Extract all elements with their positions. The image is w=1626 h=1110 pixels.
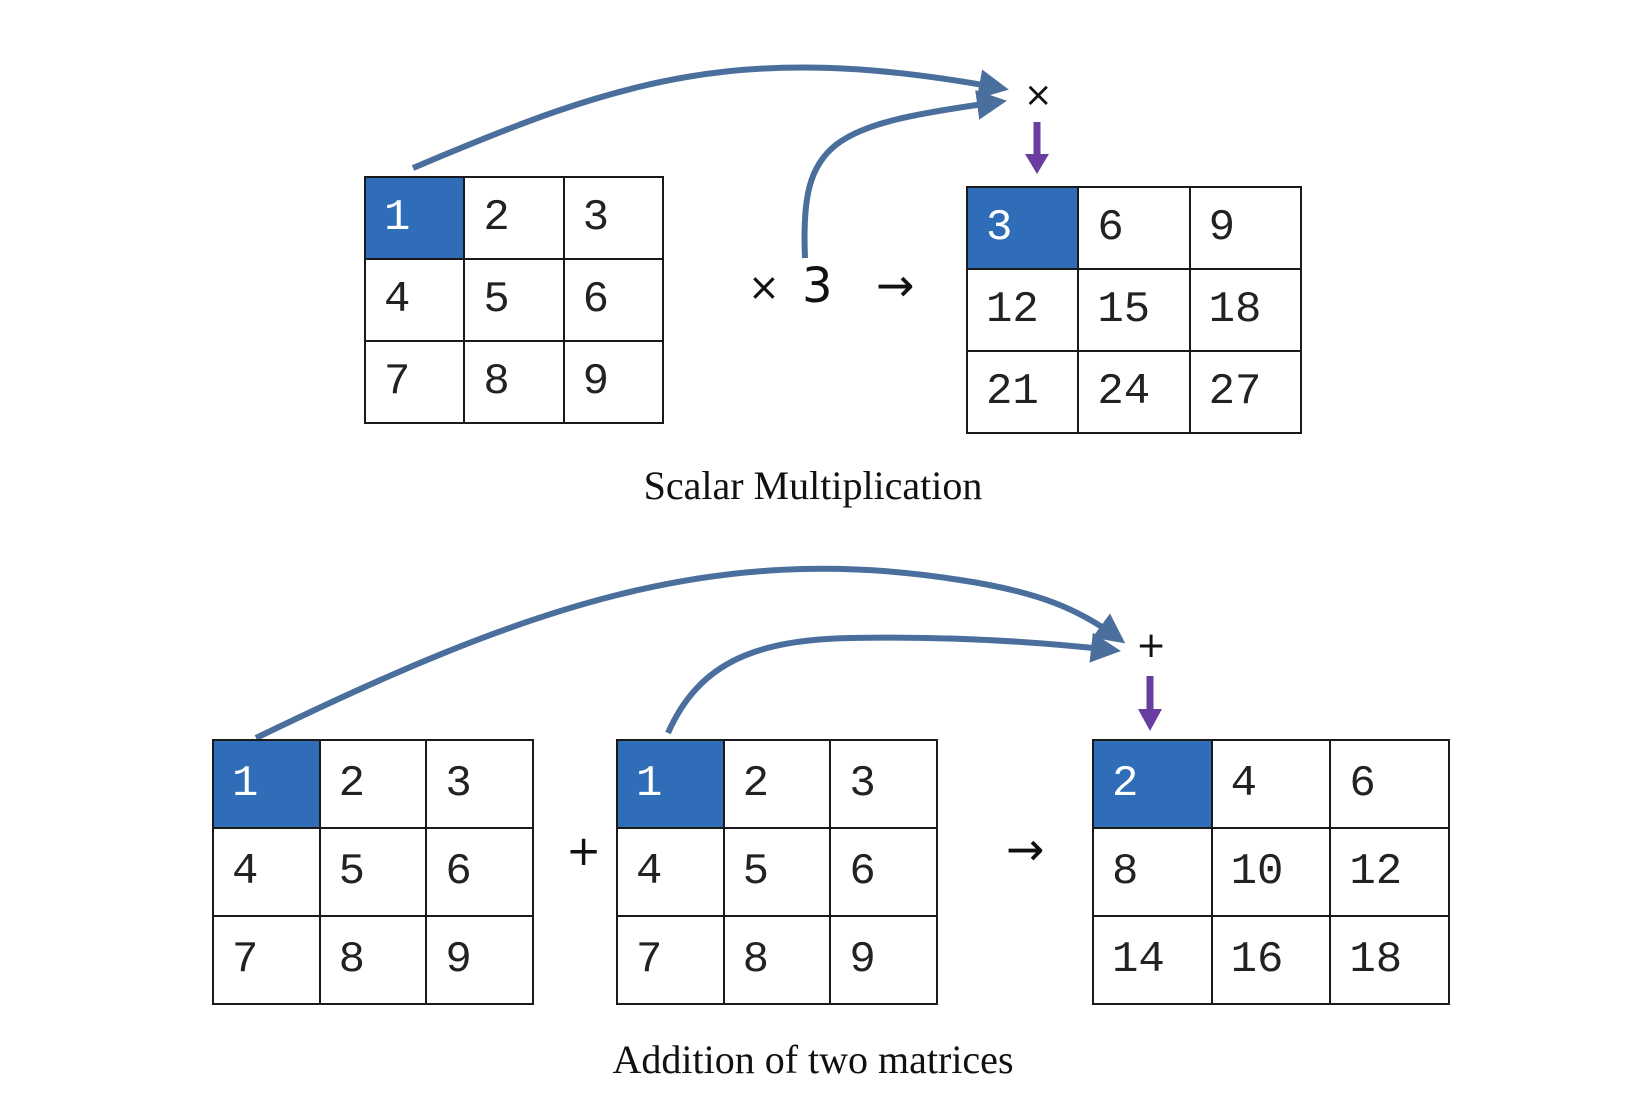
matrix-cell: 6 bbox=[425, 827, 534, 917]
result-arrow: → bbox=[876, 258, 915, 312]
matrix-cell: 2 bbox=[1092, 739, 1213, 829]
matrix-cell: 3 bbox=[425, 739, 534, 829]
matrix-cell: 3 bbox=[829, 739, 938, 829]
matrix-cell: 21 bbox=[965, 350, 1080, 434]
matrix-cell: 5 bbox=[463, 258, 565, 342]
curve-arrow-matrix-to-times bbox=[411, 64, 1009, 171]
matrix-cell: 6 bbox=[562, 258, 665, 342]
down-arrow-times-head bbox=[1025, 154, 1049, 174]
matrix-cell: 7 bbox=[363, 340, 466, 424]
curve-arrow-scalar-to-times bbox=[801, 89, 1007, 259]
matrix-cell: 8 bbox=[318, 915, 428, 1005]
matrix-cell: 4 bbox=[1210, 739, 1332, 829]
curve-arrow-matrix-a-to-plus bbox=[254, 565, 1126, 741]
matrix-cell: 12 bbox=[1329, 827, 1450, 917]
matrix-cell: 14 bbox=[1092, 915, 1213, 1005]
matrix-cell: 18 bbox=[1329, 915, 1450, 1005]
top-times-operator: × bbox=[1024, 75, 1053, 115]
matrix-cell: 8 bbox=[463, 340, 565, 424]
matrix-cell: 7 bbox=[616, 915, 725, 1005]
matrix-cell: 5 bbox=[722, 827, 832, 917]
matrix-cell: 2 bbox=[318, 739, 428, 829]
matrix-cell: 2 bbox=[722, 739, 832, 829]
matrix-cell: 1 bbox=[616, 739, 725, 829]
matrix-cell: 9 bbox=[562, 340, 665, 424]
matrix-cell: 9 bbox=[1188, 186, 1303, 270]
matrix-cell: 16 bbox=[1210, 915, 1332, 1005]
matrix-cell: 7 bbox=[212, 915, 321, 1005]
curve-arrow-matrix-b-to-plus bbox=[665, 632, 1121, 735]
matrix-cell: 9 bbox=[829, 915, 938, 1005]
matrix-cell: 12 bbox=[965, 268, 1080, 352]
top-plus-operator: + bbox=[1136, 625, 1167, 666]
matrix-cell: 1 bbox=[212, 739, 321, 829]
matrix-cell: 3 bbox=[965, 186, 1080, 270]
matrix-cell: 4 bbox=[616, 827, 725, 917]
addition-matrix-a: 1 2 3 4 5 6 7 8 9 bbox=[212, 739, 534, 1005]
matrix-cell: 2 bbox=[463, 176, 565, 260]
addition-result-matrix: 2 4 6 8 10 12 14 16 18 bbox=[1092, 739, 1450, 1005]
caption-addition-of-two-matrices: Addition of two matrices bbox=[612, 1037, 1014, 1082]
addition-matrix-b: 1 2 3 4 5 6 7 8 9 bbox=[616, 739, 938, 1005]
times-operator: × bbox=[748, 265, 780, 309]
result-arrow: → bbox=[1006, 822, 1045, 876]
matrix-cell: 10 bbox=[1210, 827, 1332, 917]
matrix-cell: 6 bbox=[1077, 186, 1191, 270]
matrix-cell: 4 bbox=[363, 258, 466, 342]
caption-scalar-multiplication: Scalar Multiplication bbox=[643, 463, 983, 508]
matrix-cell: 18 bbox=[1188, 268, 1303, 352]
matrix-cell: 27 bbox=[1188, 350, 1303, 434]
scalar-value: 3 bbox=[802, 258, 833, 314]
matrix-cell: 8 bbox=[722, 915, 832, 1005]
matrix-cell: 24 bbox=[1077, 350, 1191, 434]
matrix-cell: 6 bbox=[829, 827, 938, 917]
matrix-cell: 3 bbox=[562, 176, 665, 260]
matrix-cell: 8 bbox=[1092, 827, 1213, 917]
down-arrow-plus-head bbox=[1138, 709, 1162, 731]
matrix-cell: 5 bbox=[318, 827, 428, 917]
matrix-cell: 15 bbox=[1077, 268, 1191, 352]
plus-operator: + bbox=[566, 826, 602, 875]
matrix-cell: 6 bbox=[1329, 739, 1450, 829]
scalar-result-matrix: 3 6 9 12 15 18 21 24 27 bbox=[965, 186, 1303, 434]
matrix-cell: 1 bbox=[363, 176, 466, 260]
matrix-cell: 9 bbox=[425, 915, 534, 1005]
matrix-cell: 4 bbox=[212, 827, 321, 917]
scalar-input-matrix: 1 2 3 4 5 6 7 8 9 bbox=[363, 176, 665, 424]
